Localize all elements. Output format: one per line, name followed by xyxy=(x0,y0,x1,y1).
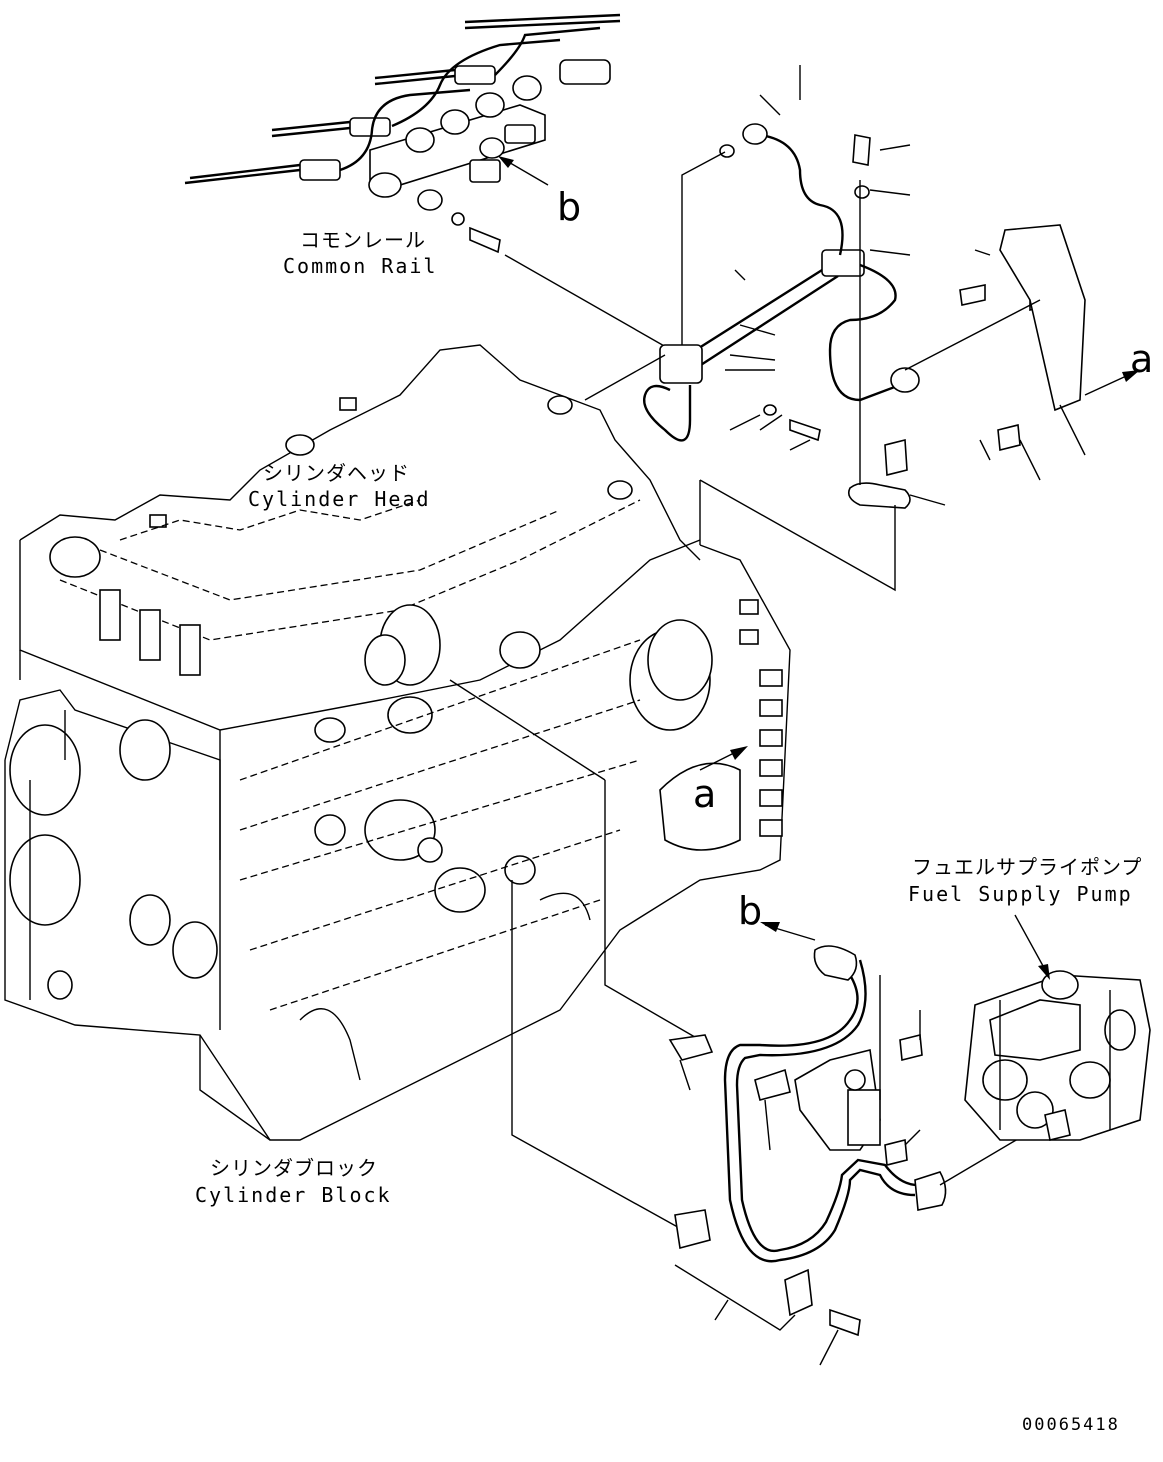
cylinder-block-label-jp: シリンダブロック xyxy=(210,1156,378,1180)
cylinder-block-label-en: Cylinder Block xyxy=(195,1183,392,1207)
cylinder-head-label-en: Cylinder Head xyxy=(248,487,431,511)
fuel-supply-pump-label-en: Fuel Supply Pump xyxy=(908,882,1133,906)
ref-b-top: b xyxy=(557,185,582,229)
cylinder-head xyxy=(19,344,701,860)
ref-a-top: a xyxy=(1130,337,1154,381)
ref-b-bottom: b xyxy=(738,889,763,933)
drawing-code: 00065418 xyxy=(1022,1415,1120,1435)
lower-pipe-assembly xyxy=(668,922,1051,1366)
fuel-pipe-assembly xyxy=(584,65,1140,592)
cylinder-head-label-jp: シリンダヘッド xyxy=(263,461,410,485)
fuel-supply-pump xyxy=(964,914,1151,1141)
fuel-supply-pump-label-jp: フュエルサプライポンプ xyxy=(912,855,1143,879)
cylinder-block xyxy=(4,544,791,1236)
ref-a-block: a xyxy=(693,772,717,816)
common-rail-assembly xyxy=(184,13,681,356)
common-rail-label-en: Common Rail xyxy=(283,254,438,278)
common-rail-label-jp: コモンレール xyxy=(300,228,426,252)
